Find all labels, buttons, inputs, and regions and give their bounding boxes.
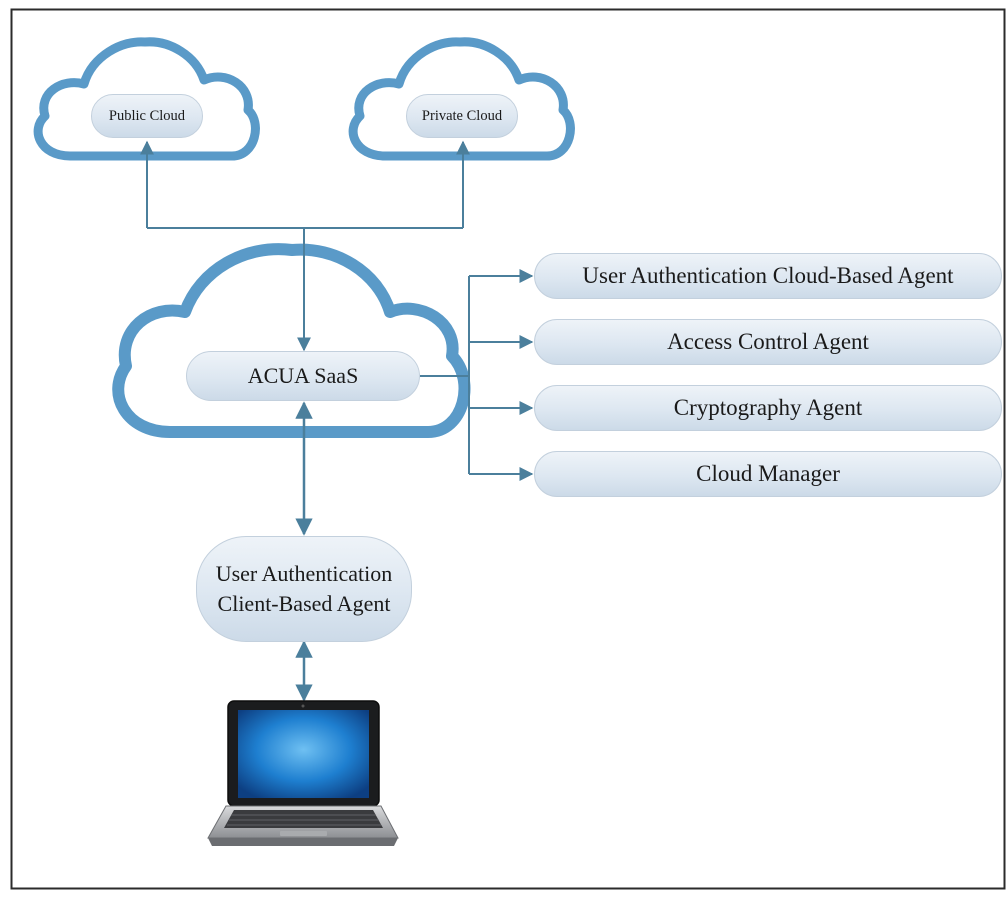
private-cloud-label: Private Cloud xyxy=(421,107,503,124)
laptop-icon xyxy=(207,700,399,846)
acua-saas-label: ACUA SaaS xyxy=(247,363,359,388)
saas-cloud-shape xyxy=(112,243,471,438)
agent-label: User Authentication Cloud-Based Agent xyxy=(582,263,954,288)
agent-label: Cloud Manager xyxy=(696,461,840,486)
client-agent-label-line1: User Authentication xyxy=(215,561,393,586)
client-agent-label-line2: Client-Based Agent xyxy=(217,591,391,616)
acua-saas-node: ACUA SaaS xyxy=(186,351,420,401)
private-cloud-node: Private Cloud xyxy=(406,94,518,138)
frame-border xyxy=(10,8,1006,890)
agent-cloud-manager: Cloud Manager xyxy=(534,451,1002,497)
agent-label: Access Control Agent xyxy=(667,329,869,354)
agent-access-control: Access Control Agent xyxy=(534,319,1002,365)
agent-label: Cryptography Agent xyxy=(673,395,863,420)
agent-cryptography: Cryptography Agent xyxy=(534,385,1002,431)
agent-user-authentication-cloud: User Authentication Cloud-Based Agent xyxy=(534,253,1002,299)
public-cloud-label: Public Cloud xyxy=(108,107,186,124)
public-cloud-node: Public Cloud xyxy=(91,94,203,138)
client-based-agent-node: User Authentication Client-Based Agent xyxy=(196,536,412,642)
